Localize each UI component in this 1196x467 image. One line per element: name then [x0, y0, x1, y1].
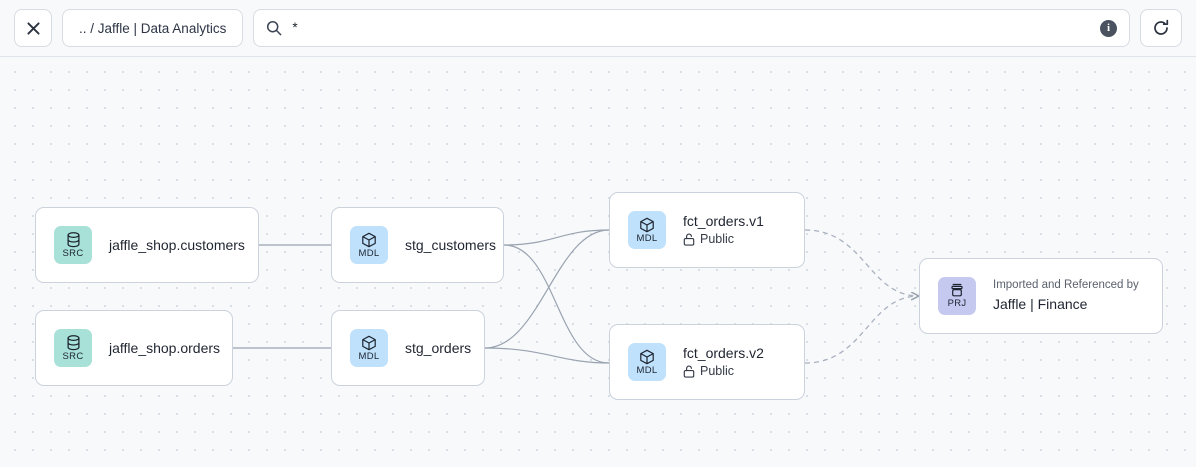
cube-icon [639, 217, 655, 233]
edge-stgcust-v1 [503, 229, 610, 246]
mdl-badge: MDL [350, 226, 388, 264]
node-fct-orders-v2[interactable]: MDL fct_orders.v2 Public [609, 324, 805, 400]
breadcrumb-label: .. / Jaffle | Data Analytics [79, 20, 227, 36]
mdl-badge-label: MDL [358, 247, 380, 259]
cube-icon [361, 335, 377, 351]
mdl-badge: MDL [350, 329, 388, 367]
src-badge: SRC [54, 226, 92, 264]
node-body: stg_customers [405, 236, 497, 253]
refresh-icon [1154, 19, 1169, 35]
database-icon [66, 334, 81, 351]
node-eyebrow: Imported and Referenced by [993, 279, 1139, 292]
node-access: Public [683, 232, 764, 246]
search-icon [267, 20, 282, 36]
node-body: jaffle_shop.customers [109, 236, 245, 253]
node-stg-customers[interactable]: MDL stg_customers [331, 207, 504, 283]
node-title: jaffle_shop.customers [109, 236, 245, 253]
node-title: Jaffle | Finance [993, 295, 1088, 312]
mdl-badge-label: MDL [358, 350, 380, 362]
search-input[interactable]: * [292, 20, 298, 36]
cube-icon [639, 349, 655, 365]
prj-badge: PRJ [938, 277, 976, 315]
mdl-badge-label: MDL [636, 364, 658, 376]
mdl-badge: MDL [628, 211, 666, 249]
edge-v2-project [804, 296, 919, 364]
mdl-badge: MDL [628, 343, 666, 381]
node-jaffle-shop-customers[interactable]: SRC jaffle_shop.customers [35, 207, 259, 283]
node-title: stg_orders [405, 339, 472, 356]
node-access-label: Public [700, 232, 735, 247]
search-field[interactable]: * i [253, 9, 1130, 47]
node-fct-orders-v1[interactable]: MDL fct_orders.v1 Public [609, 192, 805, 268]
project-icon [949, 283, 965, 298]
node-title: jaffle_shop.orders [109, 339, 221, 356]
node-body: Imported and Referenced by Jaffle | Fina… [993, 279, 1139, 312]
toolbar: .. / Jaffle | Data Analytics * i [0, 0, 1196, 57]
node-body: fct_orders.v1 Public [683, 213, 764, 246]
edge-v1-project [804, 229, 919, 296]
unlock-icon [683, 365, 695, 378]
src-badge-label: SRC [62, 350, 84, 362]
node-body: stg_orders [405, 339, 472, 356]
node-jaffle-shop-orders[interactable]: SRC jaffle_shop.orders [35, 310, 233, 386]
graph-canvas[interactable]: SRC jaffle_shop.customers SRC jaffle_sh [0, 57, 1196, 467]
close-button[interactable] [14, 9, 52, 47]
info-icon[interactable]: i [1100, 19, 1117, 37]
node-jaffle-finance[interactable]: PRJ Imported and Referenced by Jaffle | … [919, 258, 1163, 334]
edge-stgord-v2 [484, 347, 610, 364]
mdl-badge-label: MDL [636, 232, 658, 244]
node-title: fct_orders.v1 [683, 213, 764, 230]
src-badge: SRC [54, 329, 92, 367]
node-stg-orders[interactable]: MDL stg_orders [331, 310, 485, 386]
breadcrumb[interactable]: .. / Jaffle | Data Analytics [62, 9, 244, 47]
unlock-icon [683, 233, 695, 246]
src-badge-label: SRC [62, 247, 84, 259]
refresh-button[interactable] [1140, 9, 1182, 47]
close-icon [26, 21, 40, 35]
edge-stgcust-v2 [503, 244, 610, 364]
node-title: stg_customers [405, 236, 497, 253]
node-title: fct_orders.v2 [683, 345, 764, 362]
cube-icon [361, 232, 377, 248]
database-icon [66, 231, 81, 248]
prj-badge-label: PRJ [947, 298, 967, 310]
node-access-label: Public [700, 364, 735, 379]
node-access: Public [683, 364, 764, 378]
node-body: fct_orders.v2 Public [683, 345, 764, 378]
node-body: jaffle_shop.orders [109, 339, 221, 356]
